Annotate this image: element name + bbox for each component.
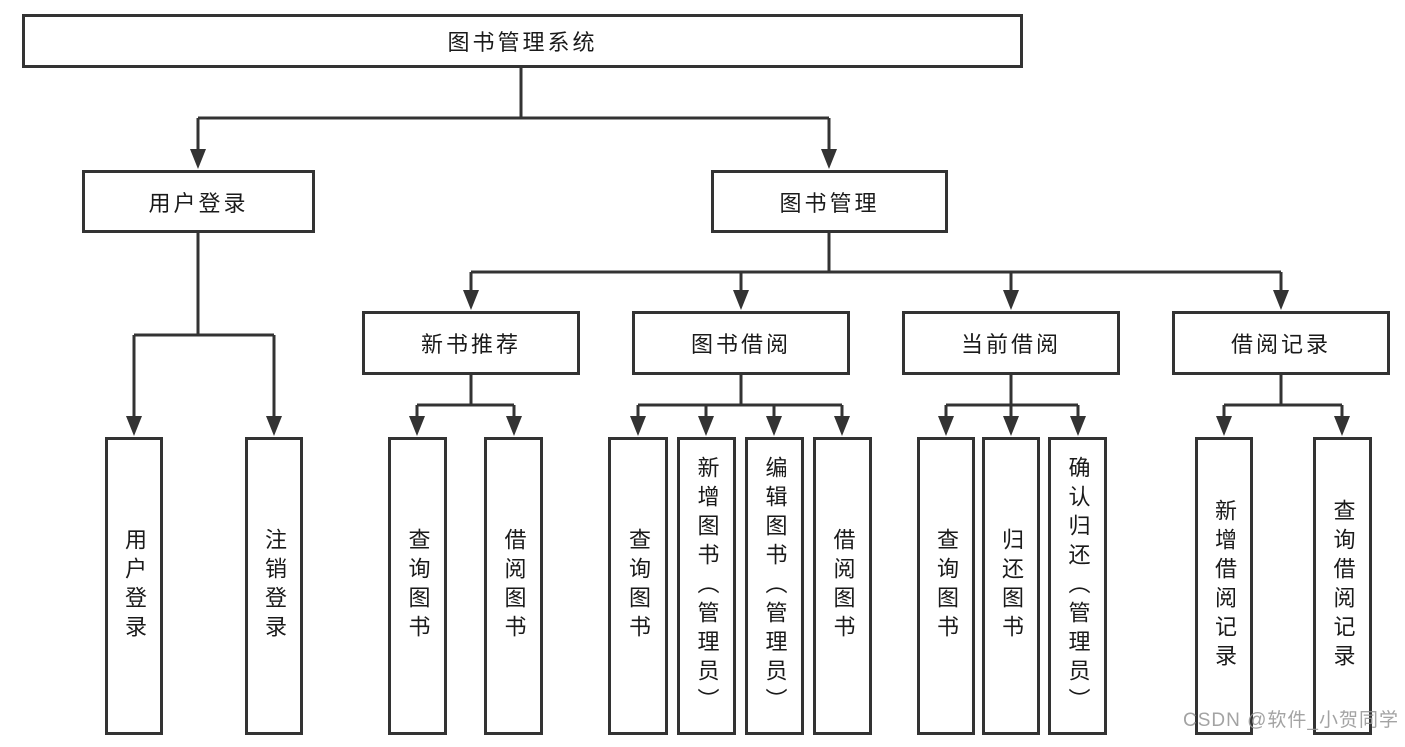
leaf-newbooks-borrow-books-label: 借阅图书 <box>501 528 527 644</box>
node-user-login: 用户登录 <box>82 170 315 233</box>
leaf-current-return-books: 归还图书 <box>982 437 1040 735</box>
leaf-current-return-books-label: 归还图书 <box>999 528 1024 644</box>
leaf-current-query-books-label: 查询图书 <box>934 528 959 644</box>
leaf-borrow-add-books-admin: 新增图书（管理员） <box>677 437 736 735</box>
leaf-user-login: 用户登录 <box>105 437 163 735</box>
node-book-borrow: 图书借阅 <box>632 311 850 375</box>
leaf-current-query-books: 查询图书 <box>917 437 975 735</box>
leaf-borrow-query-books: 查询图书 <box>608 437 668 735</box>
leaf-current-confirm-return-admin-label: 确认归还（管理员） <box>1065 455 1091 717</box>
leaf-newbooks-query-books-label: 查询图书 <box>405 528 431 644</box>
leaf-current-confirm-return-admin: 确认归还（管理员） <box>1048 437 1107 735</box>
leaf-records-add-borrow-record: 新增借阅记录 <box>1195 437 1253 735</box>
node-borrow-records: 借阅记录 <box>1172 311 1390 375</box>
leaf-records-query-borrow-record: 查询借阅记录 <box>1313 437 1372 735</box>
leaf-borrow-query-books-label: 查询图书 <box>626 528 651 644</box>
edge-user-login-children <box>132 233 276 419</box>
leaf-newbooks-borrow-books: 借阅图书 <box>484 437 543 735</box>
leaf-logout-label: 注销登录 <box>262 528 287 644</box>
leaf-borrow-edit-books-admin: 编辑图书（管理员） <box>745 437 804 735</box>
edge-book-borrow-children <box>636 375 844 419</box>
leaf-newbooks-query-books: 查询图书 <box>388 437 447 735</box>
leaf-logout: 注销登录 <box>245 437 303 735</box>
leaf-user-login-label: 用户登录 <box>122 528 147 644</box>
leaf-borrow-edit-books-admin-label: 编辑图书（管理员） <box>762 455 788 717</box>
leaf-borrow-borrow-books-label: 借阅图书 <box>830 528 856 644</box>
node-root-system: 图书管理系统 <box>22 14 1023 68</box>
leaf-borrow-borrow-books: 借阅图书 <box>813 437 872 735</box>
leaf-records-query-borrow-record-label: 查询借阅记录 <box>1330 499 1356 673</box>
edge-current-borrow-children <box>944 375 1080 419</box>
arrowheads <box>126 149 1350 436</box>
csdn-watermark: CSDN @软件_小贺同学 <box>1183 710 1399 731</box>
edge-book-mgmt-children <box>469 233 1283 293</box>
edge-borrow-records-children <box>1222 375 1344 419</box>
leaf-records-add-borrow-record-label: 新增借阅记录 <box>1212 499 1237 673</box>
edge-root-to-level2 <box>196 68 831 152</box>
node-current-borrow: 当前借阅 <box>902 311 1120 375</box>
node-new-book-recommend: 新书推荐 <box>362 311 580 375</box>
leaf-borrow-add-books-admin-label: 新增图书（管理员） <box>694 455 720 717</box>
node-book-management: 图书管理 <box>711 170 948 233</box>
edge-new-books-children <box>415 375 516 419</box>
